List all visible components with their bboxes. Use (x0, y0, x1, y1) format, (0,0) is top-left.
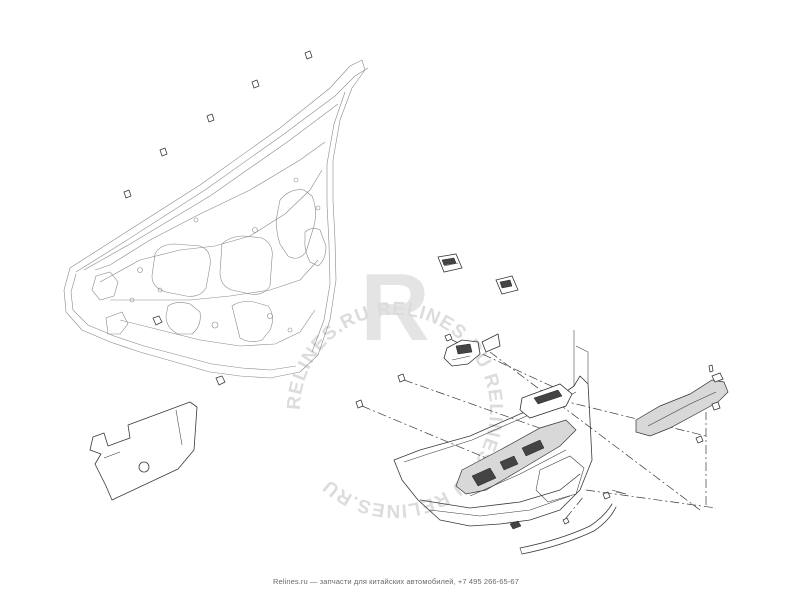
door-sound-pad (89, 401, 198, 501)
trim-screws (562, 435, 704, 525)
inner-handle-bezel (443, 333, 501, 367)
watermark-letter: R (360, 254, 429, 361)
armrest-trim-piece (635, 364, 729, 437)
door-trim-panel (393, 330, 593, 530)
rear-door-frame (63, 59, 369, 379)
seal-leader (615, 491, 627, 495)
door-bushings (152, 315, 226, 386)
window-switch-panel-upper (437, 253, 463, 273)
window-switch-panel-right (495, 275, 519, 295)
footer-copyright: Relines.ru — запчасти для китайских авто… (273, 577, 519, 586)
door-seal-strip (519, 503, 617, 555)
weatherstrip-clips (123, 50, 313, 199)
